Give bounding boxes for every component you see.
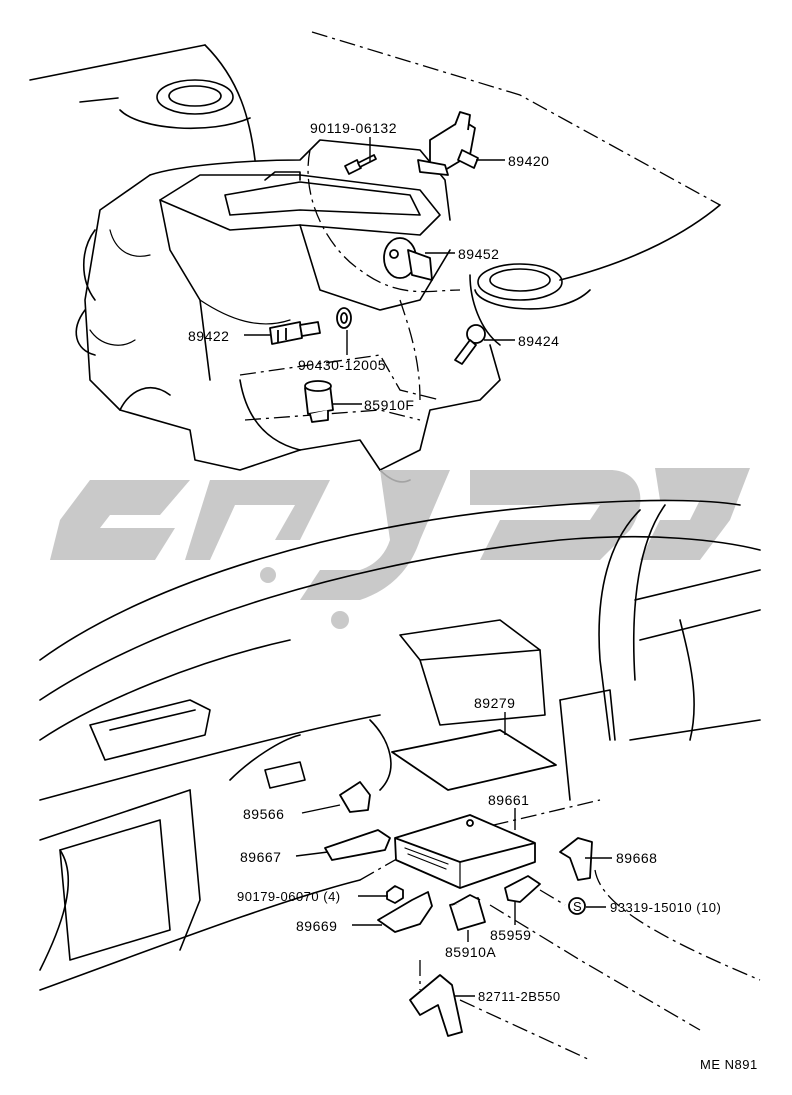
dashboard-illustration [39,499,761,1061]
callout-89669: 89669 [296,918,337,934]
computer-89661 [394,814,536,889]
leaders-lower [295,712,612,997]
callout-89668: 89668 [616,850,657,866]
sensor-89422 [269,321,321,345]
s-mark-label: S [573,899,582,914]
plate-89279 [391,729,557,791]
callout-89661: 89661 [488,792,529,808]
diagram-code: ME N891 [700,1057,758,1072]
callout-89452: 89452 [458,246,499,262]
leaders-upper [244,137,515,405]
bracket-89668 [559,837,593,881]
callout-labels: 90119-06132 89420 89452 89422 89424 9043… [188,120,758,1072]
bracket-89566 [339,781,371,813]
bracket-89669 [377,891,433,933]
callout-90430-12005: 90430-12005 [298,357,386,373]
bolt-90119-06132 [344,154,377,175]
callout-89422: 89422 [188,328,229,344]
sensor-89424 [454,324,486,365]
nut-90179-06070 [386,885,404,904]
callout-90119-06132: 90119-06132 [310,120,397,136]
sensor-85910A [449,894,486,931]
bracket-85959 [504,875,541,903]
sensor-89420 [417,111,479,176]
callout-89420: 89420 [508,153,549,169]
callout-85959: 85959 [490,927,531,943]
callout-82711-2B550: 82711-2B550 [478,989,561,1004]
callout-89566: 89566 [243,806,284,822]
callout-85910A: 85910A [445,944,496,960]
callout-90179-06070: 90179-06070 (4) [237,889,341,904]
engine-bay-illustration [29,31,721,483]
switch-85910F [304,380,334,423]
gasket-90430-12005 [336,307,352,329]
bracket-82711-2B550 [409,974,463,1037]
callout-93319-15010: 93319-15010 (10) [610,900,721,915]
s-mark-icon: S [568,897,586,915]
callout-89279: 89279 [474,695,515,711]
callout-89424: 89424 [518,333,559,349]
callout-85910F: 85910F [364,397,414,413]
sensor-89452 [383,237,433,281]
bracket-89667 [324,829,391,861]
callout-89667: 89667 [240,849,281,865]
